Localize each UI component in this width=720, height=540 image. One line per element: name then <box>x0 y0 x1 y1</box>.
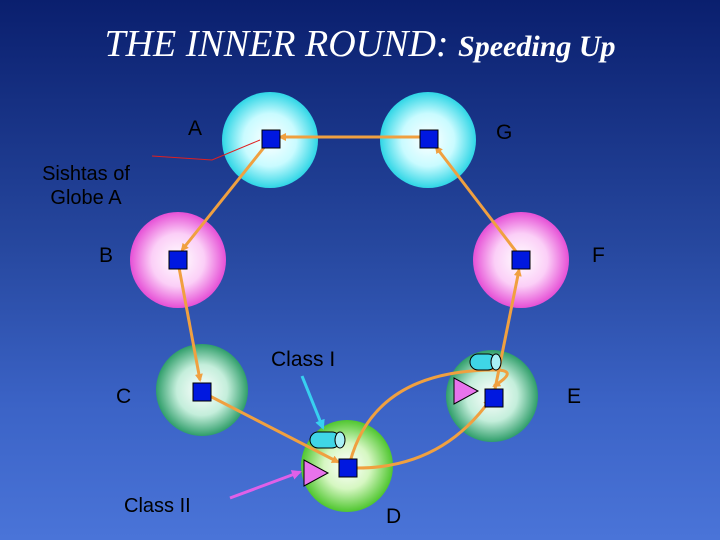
globe-label-b: B <box>99 244 114 267</box>
class-two-label: Class II <box>124 495 191 517</box>
globe-label-f: F <box>592 244 605 267</box>
cylinder-d <box>309 431 346 449</box>
title-main: THE INNER ROUND: <box>104 23 449 65</box>
globe-label-a: A <box>188 117 203 140</box>
square-b <box>168 250 188 270</box>
arrow-d-to-e-inner <box>351 398 492 470</box>
class-one-pointer <box>300 375 325 430</box>
title-sub: Speeding Up <box>458 30 616 63</box>
globe-label-g: G <box>496 121 513 144</box>
sishtas-pointer-line <box>151 139 261 161</box>
cylinder-e <box>469 353 502 371</box>
globe-label-e: E <box>567 385 582 408</box>
sishtas-label: Sishtas of Globe A <box>42 163 130 209</box>
square-f <box>511 250 531 270</box>
arrow-c-to-d <box>201 390 340 464</box>
arrow-d-to-e-outer <box>348 368 509 463</box>
arrow-b-to-c <box>176 261 203 382</box>
arrow-a-to-b <box>180 139 272 252</box>
class-one-label: Class I <box>271 348 336 371</box>
globe-label-d: D <box>386 505 402 528</box>
square-e <box>484 388 504 408</box>
globe-label-c: C <box>116 385 132 408</box>
arrow-e-to-f <box>492 268 522 395</box>
triangle-d <box>303 459 330 487</box>
arrow-f-to-g <box>434 145 523 259</box>
square-a <box>261 129 281 149</box>
square-g <box>419 129 439 149</box>
square-c <box>192 382 212 402</box>
class-two-pointer <box>229 470 302 500</box>
triangle-e <box>453 377 480 405</box>
page-title: THE INNER ROUND: Speeding Up <box>0 22 720 66</box>
square-d <box>338 458 358 478</box>
